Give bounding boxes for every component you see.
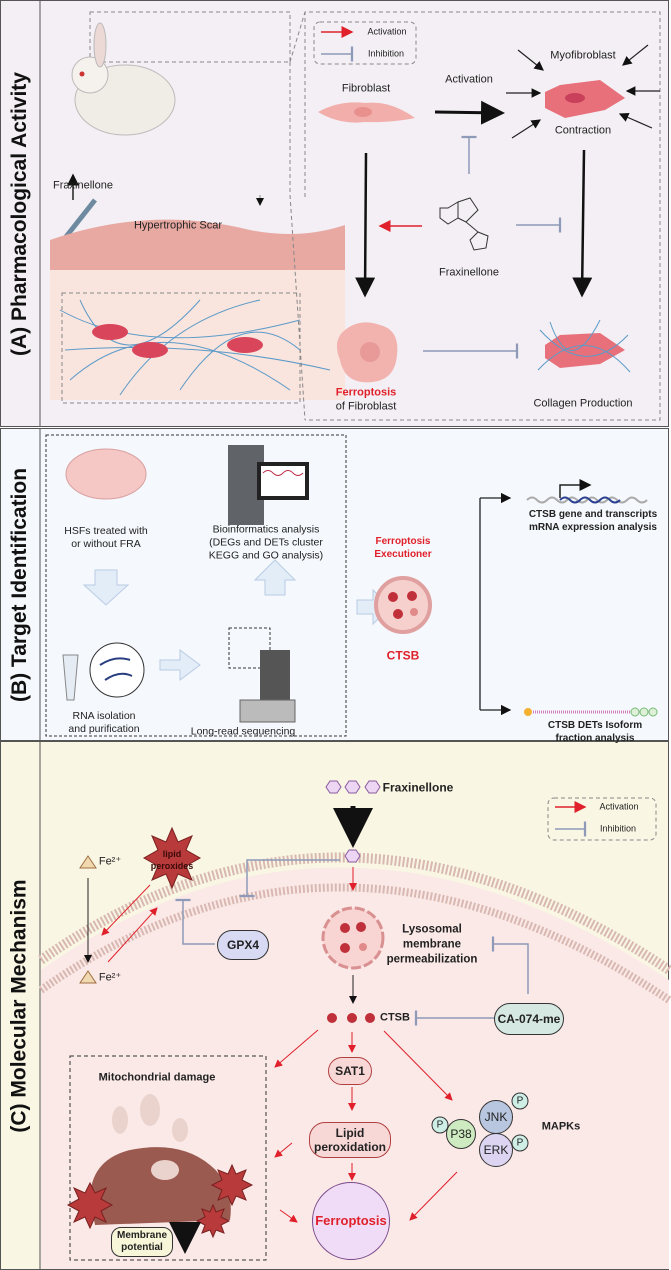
lipid-peroxides-burst: [142, 826, 202, 890]
sat1-node: SAT1: [328, 1057, 372, 1085]
activation-label: Activation: [445, 73, 493, 86]
down-arrow: [82, 569, 130, 606]
membrane-line: Membrane: [116, 1230, 167, 1241]
phospho-node: P: [431, 1116, 449, 1134]
petri-dish-icon: [65, 448, 147, 500]
phospho-node: P: [511, 1134, 529, 1152]
mito-damage-box: [69, 1055, 267, 1261]
scar-label: Hypertrophic Scar: [133, 219, 223, 232]
p38-node: P38: [446, 1119, 476, 1149]
fe-top-label: Fe²⁺: [98, 855, 122, 868]
membrane-line: potential: [121, 1242, 163, 1253]
mito-damage-label: Mitochondrial damage: [98, 1071, 216, 1084]
lmp-label: Lysosomal membrane permeabilization: [387, 923, 478, 968]
isoform-label: CTSB DETs Isoform fraction analysis: [548, 719, 642, 745]
fraxinellone-molecules: [325, 780, 381, 863]
rna-line: and purification: [68, 723, 140, 735]
ca074me-node: CA-074-me: [494, 1003, 564, 1035]
lipidperox-line: Lipid: [335, 1126, 365, 1140]
iso-line: fraction analysis: [555, 733, 635, 744]
hsf-line: HSFs treated with: [64, 525, 148, 537]
bioinformatics-label: Bioinformatics analysis(DEGs and DETs cl…: [209, 524, 323, 563]
lmp-line: permeabilization: [386, 953, 478, 966]
legend-activation: Activation: [367, 26, 407, 37]
lysosome-icon: [374, 576, 432, 634]
bio-line: Bioinformatics analysis: [212, 523, 320, 536]
phospho-node: P: [511, 1092, 529, 1110]
dna-icon: [526, 496, 648, 504]
collagen-fibers: [59, 299, 331, 396]
iso-line: CTSB DETs Isoform: [547, 720, 643, 731]
sequencing-label: Long-read sequencing: [190, 725, 296, 738]
iron-icon: [79, 970, 97, 984]
ctsb-enzyme-icon: [327, 1013, 337, 1023]
myofibroblast-cell: [545, 80, 625, 118]
bio-line: KEGG and GO analysis): [208, 549, 324, 562]
exec-line: Executioner: [374, 549, 432, 560]
rna-icon: [89, 642, 145, 698]
gpx4-node: GPX4: [217, 930, 269, 960]
bio-line: (DEGs and DETs cluster: [209, 536, 323, 549]
rna-line: RNA isolation: [72, 710, 136, 722]
hsf-line: or without FRA: [71, 538, 141, 550]
collagen-label: Collagen Production: [533, 397, 633, 410]
iron-icon: [79, 855, 97, 869]
lipidperox-line: peroxidation: [313, 1140, 386, 1154]
drug-label: Fraxinellone: [53, 179, 113, 192]
syringe-icon: [63, 198, 97, 240]
legend-activation: Activation: [599, 801, 639, 812]
injection-zoom-box: [89, 11, 291, 63]
contraction-label: Contraction: [554, 124, 612, 137]
panel-a-graphics: [39, 0, 661, 427]
myofibroblast-label: Myofibroblast: [550, 49, 616, 62]
ferroptosis-node: Ferroptosis: [312, 1182, 390, 1260]
exec-line: Ferroptosis: [375, 536, 431, 547]
ferroptosis-label: Ferroptosis: [335, 386, 397, 399]
fe-bottom-label: Fe²⁺: [98, 971, 122, 984]
fraxinellone-label: Fraxinellone: [382, 780, 454, 795]
lipid-peroxides-label: lipid peroxides: [150, 849, 194, 871]
fraxinellone-structure: [439, 197, 489, 251]
mrna-cap-icon: [524, 708, 532, 716]
gene-line: CTSB gene and transcripts: [528, 509, 658, 520]
lmp-line: membrane: [402, 938, 462, 951]
collagen-cell: [545, 333, 625, 368]
erk-node: ERK: [479, 1133, 513, 1167]
gene-line: mRNA expression analysis: [528, 522, 658, 533]
mitochondrion-illustration: [90, 1147, 231, 1225]
tube-icon: [62, 654, 79, 701]
mapks-label: MAPKs: [541, 1120, 581, 1133]
lmp-line: Lysosomal: [402, 923, 462, 936]
fibroblast-label: Fibroblast: [341, 82, 391, 95]
gene-analysis-label: CTSB gene and transcripts mRNA expression…: [529, 508, 657, 534]
compound-label: Fraxinellone: [439, 266, 499, 279]
panel-b-graphics: [39, 428, 658, 741]
of-fibroblast-label: of Fibroblast: [335, 400, 397, 413]
jnk-node: JNK: [479, 1100, 513, 1134]
ctsb-label: CTSB: [386, 648, 420, 663]
legend-inhibition: Inhibition: [367, 48, 405, 59]
legend-inhibition: Inhibition: [599, 823, 637, 834]
lysosome-icon: [321, 906, 385, 970]
ctsb-label: CTSB: [380, 1011, 410, 1024]
